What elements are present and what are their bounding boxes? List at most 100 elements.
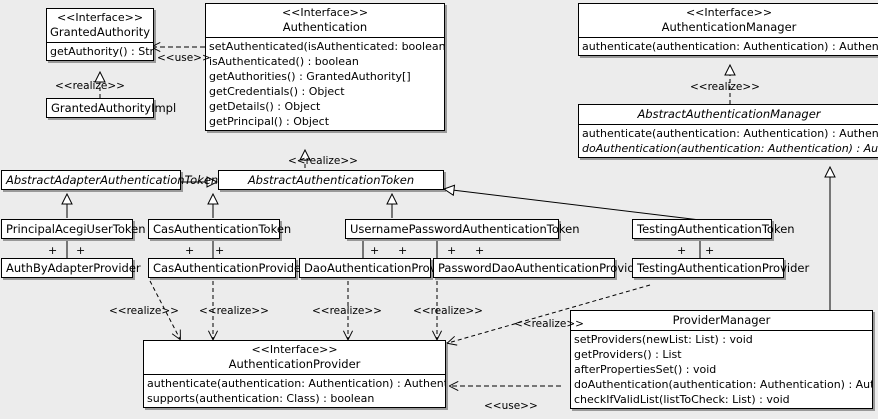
class-header: ProviderManager	[571, 311, 872, 330]
members-compartment: authenticate(authentication: Authenticat…	[144, 374, 445, 407]
class-name: Authentication	[282, 20, 368, 34]
class-name: UsernamePasswordAuthenticationToken	[350, 222, 580, 236]
class-name: ProviderManager	[672, 313, 771, 327]
class-name: AbstractAuthenticationManager	[637, 107, 821, 121]
member-row: setAuthenticated(isAuthenticated: boolea…	[209, 40, 444, 53]
assoc-marker-plus: +	[76, 244, 86, 257]
assoc-marker-plus: +	[447, 244, 457, 257]
class-name: DaoAuthenticationProvider	[304, 261, 459, 275]
members-compartment: setProviders(newList: List) : void getPr…	[571, 330, 872, 408]
class-header: TestingAuthenticationToken	[633, 220, 795, 238]
class-header: TestingAuthenticationProvider	[633, 259, 810, 277]
members-compartment: setAuthenticated(isAuthenticated: boolea…	[206, 37, 444, 130]
class-name: AuthenticationManager	[661, 20, 797, 34]
assoc-marker-plus: +	[370, 244, 380, 257]
class-testing-authentication-token[interactable]: TestingAuthenticationToken	[632, 219, 795, 239]
edge-label-realize-password-dao-provider: <<realize>>	[413, 305, 483, 317]
class-username-password-authentication-token[interactable]: UsernamePasswordAuthenticationToken	[345, 219, 580, 239]
class-header: PrincipalAcegiUserToken	[2, 220, 146, 238]
class-header: CasAuthenticationProvider	[149, 259, 306, 277]
member-row: getCredentials() : Object	[209, 85, 345, 98]
class-header: <<Interface>> AuthenticationManager	[579, 4, 878, 37]
assoc-marker-plus: +	[215, 244, 225, 257]
class-granted-authority-impl[interactable]: GrantedAuthorityImpl	[46, 98, 177, 118]
class-name: CasAuthenticationToken	[153, 222, 292, 236]
class-abstract-adapter-authentication-token[interactable]: AbstractAdapterAuthenticationToken	[1, 170, 219, 190]
class-name: TestingAuthenticationProvider	[637, 261, 810, 275]
edge-label-realize-cas-provider: <<realize>>	[199, 305, 269, 317]
member-row: getDetails() : Object	[209, 100, 321, 113]
class-auth-by-adapter-provider[interactable]: AuthByAdapterProvider	[1, 258, 141, 278]
member-row: doAuthentication(authentication: Authent…	[582, 142, 878, 155]
class-name: AuthByAdapterProvider	[6, 261, 141, 275]
member-row: supports(authentication: Class) : boolea…	[147, 392, 375, 405]
class-testing-authentication-provider[interactable]: TestingAuthenticationProvider	[632, 258, 810, 278]
class-header: AuthByAdapterProvider	[2, 259, 141, 277]
member-row: afterPropertiesSet() : void	[574, 363, 717, 376]
class-name: CasAuthenticationProvider	[153, 261, 306, 275]
class-name: PasswordDaoAuthenticationProvider	[438, 261, 647, 275]
members-compartment: getAuthority() : String	[47, 42, 153, 60]
stereotype-label: <<Interface>>	[251, 343, 338, 356]
class-name: AbstractAdapterAuthenticationToken	[6, 173, 219, 187]
class-header: PasswordDaoAuthenticationProvider	[434, 259, 647, 277]
class-name: AuthenticationProvider	[228, 357, 361, 371]
class-name: GrantedAuthorityImpl	[51, 101, 177, 115]
assoc-marker-plus: +	[185, 244, 195, 257]
edge-label-realize-granted-authority: <<realize>>	[55, 80, 125, 92]
class-name: GrantedAuthority	[50, 25, 151, 39]
edge-label-realize-dao-provider: <<realize>>	[312, 305, 382, 317]
stereotype-label: <<Interface>>	[56, 11, 144, 24]
assoc-marker-plus: +	[398, 244, 408, 257]
class-principal-acegi-user-token[interactable]: PrincipalAcegiUserToken	[1, 219, 146, 239]
assoc-marker-plus: +	[677, 244, 687, 257]
members-compartment: authenticate(authentication: Authenticat…	[579, 37, 878, 55]
class-header: CasAuthenticationToken	[149, 220, 292, 238]
member-row: doAuthentication(authentication: Authent…	[574, 378, 872, 391]
class-cas-authentication-token[interactable]: CasAuthenticationToken	[148, 219, 292, 239]
stereotype-label: <<Interface>>	[685, 6, 773, 19]
stereotype-label: <<Interface>>	[281, 6, 369, 19]
member-row: getAuthority() : String	[50, 45, 153, 58]
assoc-marker-plus: +	[475, 244, 485, 257]
class-provider-manager[interactable]: ProviderManager setProviders(newList: Li…	[570, 310, 873, 409]
class-authentication-manager[interactable]: <<Interface>> AuthenticationManager auth…	[578, 3, 878, 56]
edge-label-use-provider-manager: <<use>>	[484, 400, 538, 412]
class-authentication-provider[interactable]: <<Interface>> AuthenticationProvider aut…	[143, 340, 446, 408]
edge-label-use-granted-authority: <<use>>	[157, 52, 211, 64]
member-row: getProviders() : List	[574, 348, 682, 361]
assoc-marker-plus: +	[705, 244, 715, 257]
class-header: UsernamePasswordAuthenticationToken	[346, 220, 580, 238]
class-header: <<Interface>> Authentication	[206, 4, 444, 37]
members-compartment: authenticate(authentication: Authenticat…	[579, 124, 878, 157]
member-row: getAuthorities() : GrantedAuthority[]	[209, 70, 411, 83]
class-name: TestingAuthenticationToken	[637, 222, 795, 236]
member-row: isAuthenticated() : boolean	[209, 55, 359, 68]
class-header: GrantedAuthorityImpl	[47, 99, 177, 117]
class-header: AbstractAdapterAuthenticationToken	[2, 171, 219, 189]
class-password-dao-authentication-provider[interactable]: PasswordDaoAuthenticationProvider	[433, 258, 647, 278]
class-cas-authentication-provider[interactable]: CasAuthenticationProvider	[148, 258, 306, 278]
class-abstract-authentication-token[interactable]: AbstractAuthenticationToken	[218, 170, 444, 190]
class-authentication[interactable]: <<Interface>> Authentication setAuthenti…	[205, 3, 445, 131]
member-row: authenticate(authentication: Authenticat…	[582, 127, 878, 140]
class-header: AbstractAuthenticationToken	[219, 171, 443, 189]
class-header: <<Interface>> GrantedAuthority	[47, 9, 153, 42]
edge-label-realize-authentication-token: <<realize>>	[288, 155, 358, 167]
member-row: checkIfValidList(listToCheck: List) : vo…	[574, 393, 790, 406]
member-row: getPrincipal() : Object	[209, 115, 330, 128]
class-abstract-authentication-manager[interactable]: AbstractAuthenticationManager authentica…	[578, 104, 878, 158]
class-header: AbstractAuthenticationManager	[579, 105, 878, 124]
class-dao-authentication-provider[interactable]: DaoAuthenticationProvider	[299, 258, 459, 278]
member-row: authenticate(authentication: Authenticat…	[582, 40, 878, 53]
edge-testing-token-extends-abstract-token	[444, 189, 701, 221]
class-header: <<Interface>> AuthenticationProvider	[144, 341, 445, 374]
edge-label-realize-auth-manager: <<realize>>	[690, 81, 760, 93]
class-header: DaoAuthenticationProvider	[300, 259, 459, 277]
class-granted-authority[interactable]: <<Interface>> GrantedAuthority getAuthor…	[46, 8, 154, 61]
member-row: authenticate(authentication: Authenticat…	[147, 377, 445, 390]
member-row: setProviders(newList: List) : void	[574, 333, 753, 346]
assoc-marker-plus: +	[48, 244, 58, 257]
edge-label-realize-auth-by-adapter: <<realize>>	[109, 305, 179, 317]
